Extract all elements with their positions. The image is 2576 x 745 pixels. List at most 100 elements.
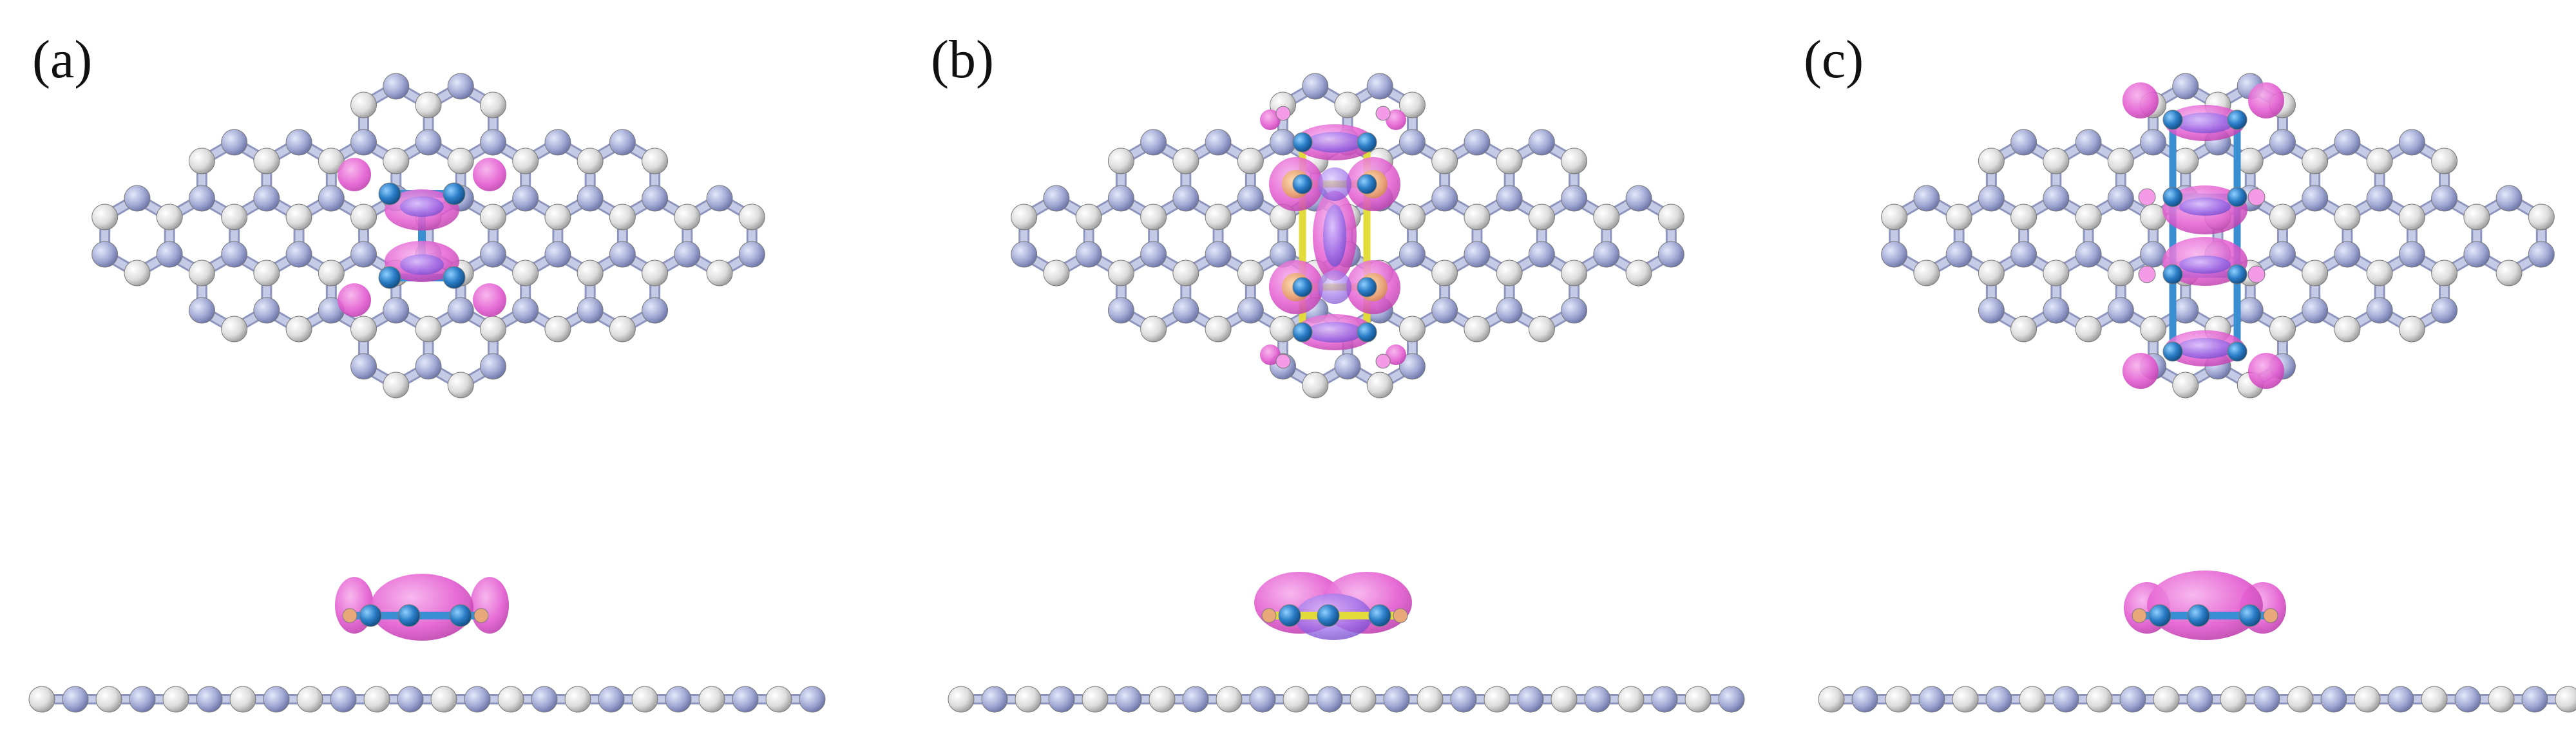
panel-a <box>28 73 826 713</box>
substrate-atom-blue <box>2269 241 2296 268</box>
isosurface-core <box>1318 167 1351 201</box>
substrate-atom-blue <box>1366 73 1393 100</box>
side-atom-blue <box>1383 686 1410 713</box>
substrate-atom-blue <box>642 297 669 324</box>
substrate-atom-white <box>285 203 312 231</box>
substrate-atom-blue <box>577 185 604 212</box>
substrate-atom-blue <box>738 241 765 268</box>
molecule-atom <box>443 266 466 289</box>
hydrogen-atom <box>1375 354 1391 369</box>
side-atom-white <box>1149 686 1176 713</box>
substrate-atom-blue <box>1398 129 1426 156</box>
substrate-atom-white <box>577 259 604 287</box>
side-atom-blue <box>2320 686 2347 713</box>
hydrogen-atom-side <box>1393 608 1408 623</box>
substrate-atom-blue <box>2431 297 2458 324</box>
substrate-atom-white <box>1978 259 2005 287</box>
substrate-atom-blue <box>2366 185 2393 212</box>
substrate-atom-white <box>642 147 669 174</box>
molecule-atom <box>1357 132 1377 153</box>
substrate-atom-white <box>1431 147 1458 174</box>
molecule-atom-side <box>397 604 421 627</box>
hydrogen-atom <box>2247 188 2266 206</box>
substrate-atom-blue <box>447 297 474 324</box>
isosurface-core <box>1318 270 1351 304</box>
substrate-atom-white <box>609 203 636 231</box>
substrate-atom-blue <box>674 241 701 268</box>
substrate-atom-blue <box>2463 241 2490 268</box>
substrate-atom-white <box>2431 147 2458 174</box>
substrate-atom-blue <box>2528 241 2555 268</box>
substrate-atom-blue <box>544 241 571 268</box>
substrate-atom-white <box>738 203 765 231</box>
panel-label-b: (b) <box>931 30 994 90</box>
side-view-substrate <box>948 686 1745 713</box>
substrate-atom-white <box>2528 203 2555 231</box>
substrate-atom-white <box>674 203 701 231</box>
substrate-atom-blue <box>2107 185 2134 212</box>
side-atom-white <box>229 686 256 713</box>
molecule-atom <box>2227 109 2247 130</box>
hydrogen-atom <box>2138 188 2156 206</box>
substrate-atom-white <box>1237 147 1264 174</box>
substrate-atom-blue <box>1043 185 1070 212</box>
molecule-atom <box>2162 264 2183 285</box>
substrate-atom-blue <box>642 185 669 212</box>
substrate-atom-white <box>1140 203 1167 231</box>
hydrogen-atom-side <box>473 608 489 623</box>
substrate-atom-white <box>1366 372 1393 399</box>
side-atom-blue <box>2186 686 2213 713</box>
isosurface-lobe <box>2147 571 2263 640</box>
substrate-atom-white <box>415 91 442 118</box>
substrate-atom-blue <box>1205 241 1232 268</box>
substrate-atom-blue <box>2010 241 2037 268</box>
side-atom-blue <box>1517 686 1544 713</box>
substrate-atom-blue <box>188 297 215 324</box>
side-atom-blue <box>1450 686 1477 713</box>
side-atom-blue <box>62 686 89 713</box>
substrate-atom-white <box>2043 259 2070 287</box>
side-atom-white <box>363 686 390 713</box>
substrate-atom-white <box>479 316 506 343</box>
substrate-atom-white <box>1431 259 1458 287</box>
substrate-atom-blue <box>2334 129 2361 156</box>
side-atom-white <box>2019 686 2046 713</box>
substrate-atom-white <box>2431 259 2458 287</box>
substrate-atom-blue <box>1172 297 1199 324</box>
substrate-atom-blue <box>1334 353 1361 380</box>
substrate-atom-white <box>1302 372 1329 399</box>
substrate-atom-blue <box>1398 241 1426 268</box>
substrate-atom-white <box>2334 316 2361 343</box>
substrate-atom-white <box>1528 316 1555 343</box>
side-atom-white <box>2086 686 2113 713</box>
substrate-atom-blue <box>1464 241 1491 268</box>
substrate-atom-white <box>1398 91 1426 118</box>
isosurface-core <box>400 254 444 275</box>
substrate-atom-blue <box>609 241 636 268</box>
substrate-atom-white <box>2140 316 2167 343</box>
side-atom-white <box>2220 686 2247 713</box>
substrate-atom-white <box>1043 259 1070 287</box>
substrate-atom-blue <box>383 73 410 100</box>
molecule-atom <box>2227 187 2247 207</box>
substrate-atom-white <box>2172 372 2199 399</box>
substrate-atom-blue <box>1075 241 1102 268</box>
side-atom-blue <box>1182 686 1209 713</box>
isosurface-lobe <box>2248 353 2284 389</box>
panel-b <box>948 73 1745 713</box>
substrate-atom-white <box>479 91 506 118</box>
molecule-atom <box>1292 174 1313 194</box>
substrate-atom-blue <box>1140 129 1167 156</box>
substrate-atom-white <box>2269 203 2296 231</box>
molecule-atom <box>1357 322 1377 343</box>
substrate-atom-blue <box>253 185 280 212</box>
substrate-atom-white <box>318 259 345 287</box>
side-atom-white <box>162 686 189 713</box>
side-atom-white <box>1684 686 1712 713</box>
adsorbed-molecule <box>338 158 506 317</box>
substrate-atom-blue <box>2398 129 2425 156</box>
isosurface-lobe <box>2123 82 2159 118</box>
side-atom-blue <box>732 686 759 713</box>
side-atom-white <box>1818 686 1845 713</box>
side-atom-blue <box>397 686 424 713</box>
